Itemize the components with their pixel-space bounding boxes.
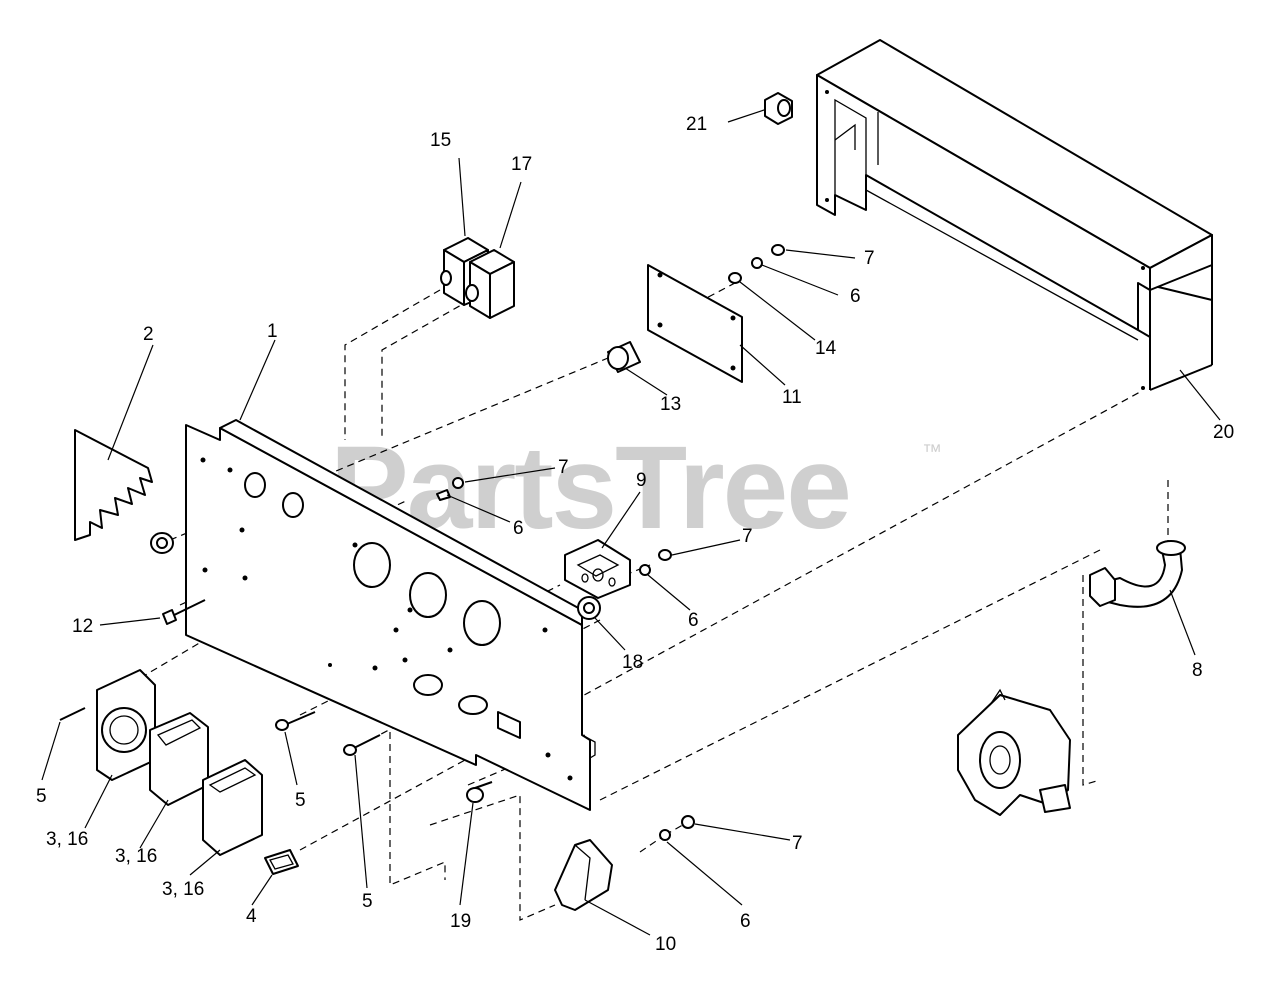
callout-labels: 1 2 3, 16 3, 16 3, 16 4 5 5 5 6 6 6 6 7 … xyxy=(36,114,1234,955)
grommet-part-18 xyxy=(577,596,601,620)
callout-6-b: 6 xyxy=(513,518,524,539)
callout-7-a: 7 xyxy=(864,248,875,269)
sheet-part-2 xyxy=(74,429,153,541)
callout-5-b: 5 xyxy=(295,790,306,811)
bracket-part-10 xyxy=(554,839,613,911)
receptacle-part-3-16-a xyxy=(96,669,156,781)
screw-part-12 xyxy=(162,599,206,625)
grommet-left xyxy=(150,532,174,554)
callout-8: 8 xyxy=(1192,660,1203,681)
hose-elbow-part-8 xyxy=(1089,540,1186,608)
receptacle-part-3-16-c xyxy=(202,759,263,856)
callout-12: 12 xyxy=(72,616,93,637)
callout-5-c: 5 xyxy=(362,891,373,912)
callout-10: 10 xyxy=(655,934,676,955)
plate-part-11 xyxy=(647,264,743,383)
callout-21: 21 xyxy=(686,114,707,135)
receptacle-part-3-16-b xyxy=(149,712,209,806)
callout-6-d: 6 xyxy=(740,911,751,932)
callout-2: 2 xyxy=(143,324,154,345)
callout-1: 1 xyxy=(267,321,278,342)
blower-housing xyxy=(957,688,1071,816)
callout-3-16-b: 3, 16 xyxy=(115,846,157,867)
callout-20: 20 xyxy=(1213,422,1234,443)
bolt-part-19 xyxy=(466,781,493,803)
hardware-nuts-washers xyxy=(436,244,785,841)
callout-7-c: 7 xyxy=(742,526,753,547)
grommet-part-21 xyxy=(764,92,793,125)
callout-17: 17 xyxy=(511,154,532,175)
callout-5-a: 5 xyxy=(36,786,47,807)
leader-lines xyxy=(41,109,1221,936)
callout-3-16-c: 3, 16 xyxy=(162,879,204,900)
receptacle-part-9 xyxy=(564,539,631,599)
callout-11: 11 xyxy=(782,387,802,408)
callout-19: 19 xyxy=(450,911,471,932)
callout-7-b: 7 xyxy=(558,457,569,478)
spacer-part-13 xyxy=(607,341,641,373)
callout-4: 4 xyxy=(246,906,257,927)
switch-part-4 xyxy=(264,849,299,875)
callout-6-a: 6 xyxy=(850,286,861,307)
callout-18: 18 xyxy=(622,652,643,673)
callout-3-16-a: 3, 16 xyxy=(46,829,88,850)
callout-14: 14 xyxy=(815,338,837,359)
callout-15: 15 xyxy=(430,130,451,151)
callout-6-c: 6 xyxy=(688,610,699,631)
watermark-trademark: ™ xyxy=(922,441,942,463)
callout-9: 9 xyxy=(636,470,647,491)
callout-13: 13 xyxy=(660,394,681,415)
main-panel-part-1 xyxy=(185,419,596,811)
housing-box-part-20 xyxy=(816,39,1213,391)
callout-7-d: 7 xyxy=(792,833,803,854)
circuit-breaker-part-17 xyxy=(465,249,515,319)
screws-part-5 xyxy=(59,707,381,756)
